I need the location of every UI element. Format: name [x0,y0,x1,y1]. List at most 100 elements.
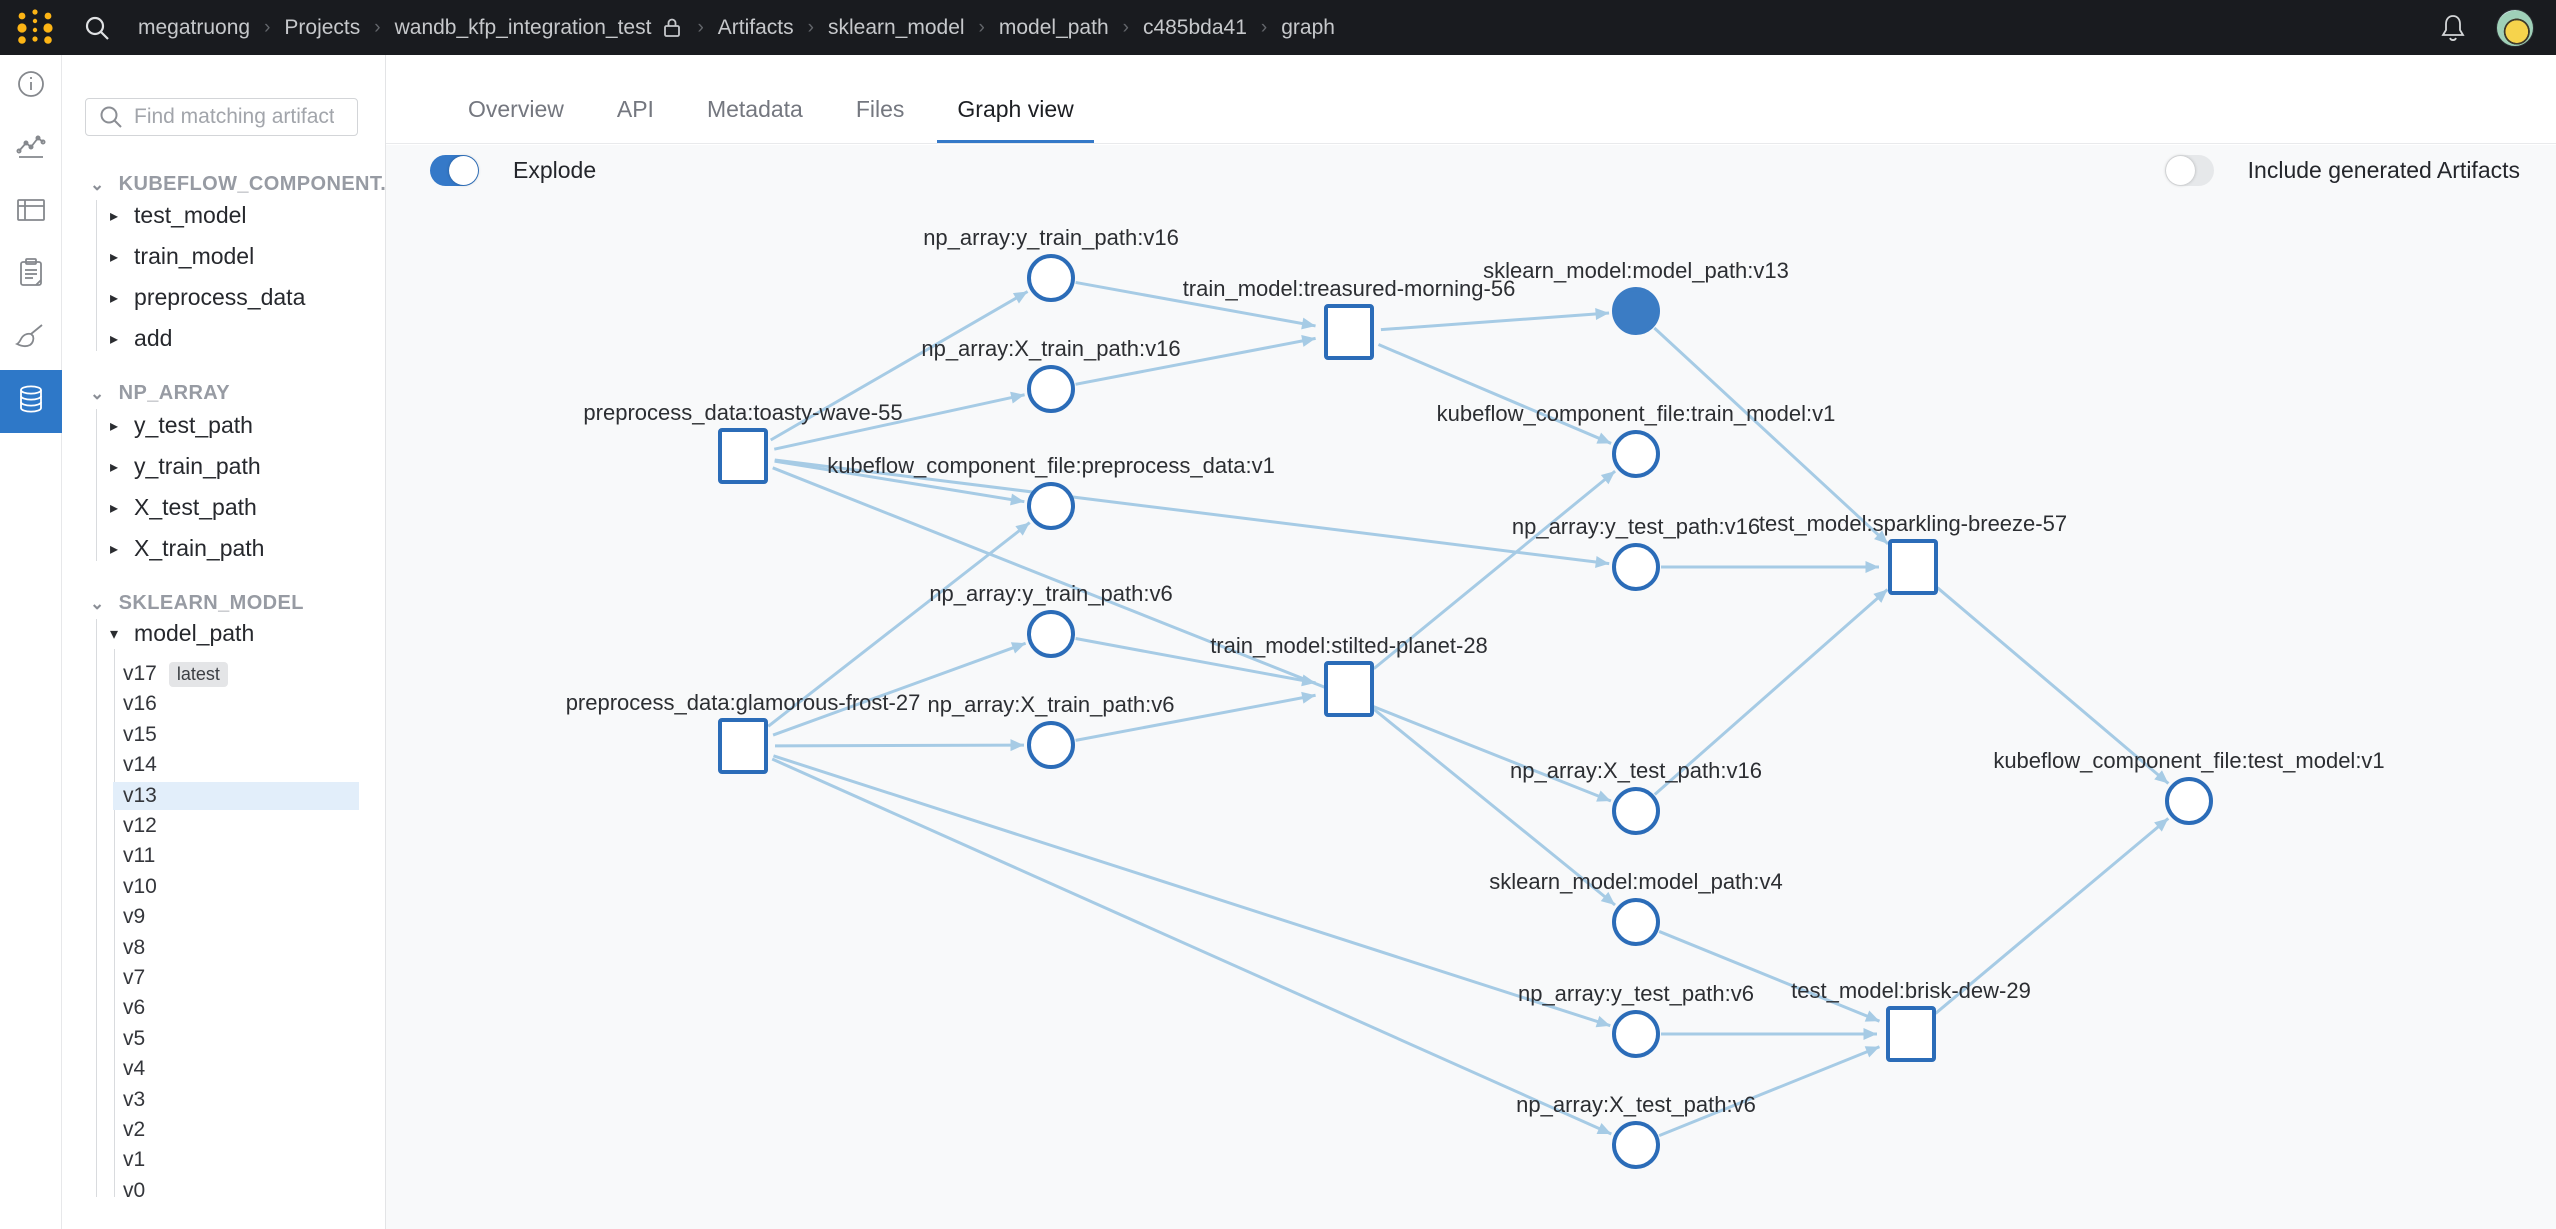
lineage-edge-toasty-y_train16 [769,290,1029,442]
version-item-v8[interactable]: v8 [123,935,146,959]
rail-item-line-chart[interactable] [0,118,62,181]
sidebar-item-y_train_path[interactable]: ▸y_train_path [110,453,261,479]
graph-content: Explode Include generated Artifacts prep… [386,145,2556,1229]
breadcrumb-item[interactable]: model_path [998,15,1109,39]
graph-node-run[interactable] [718,428,768,484]
graph-node-run[interactable] [1886,1006,1936,1062]
graph-node-artifact-selected[interactable] [1612,287,1660,335]
version-item-v16[interactable]: v16 [123,692,157,716]
version-item-v3[interactable]: v3 [123,1087,146,1111]
tree-section-header[interactable]: ⌄NP_ARRAY [90,382,231,404]
version-item-v9[interactable]: v9 [123,905,146,929]
sidebar-item-test_model[interactable]: ▸test_model [110,202,247,228]
chevron-down-icon: ⌄ [90,594,105,613]
graph-node-artifact[interactable] [1027,482,1075,530]
version-item-v0[interactable]: v0 [123,1178,146,1202]
breadcrumb-separator: › [1122,16,1129,38]
rail-item-broom[interactable] [0,307,62,370]
graph-node-label: test_model:brisk-dew-29 [1791,978,2031,1003]
tree-guide-line [96,200,97,351]
sidebar-item-X_train_path[interactable]: ▸X_train_path [110,535,265,561]
sidebar-item-y_test_path[interactable]: ▸y_test_path [110,412,253,438]
search-icon[interactable] [82,13,112,43]
version-item-v14[interactable]: v14 [123,753,157,777]
sidebar-item-preprocess_data[interactable]: ▸preprocess_data [110,284,306,310]
version-item-v7[interactable]: v7 [123,966,146,989]
notifications-bell-icon[interactable] [2436,11,2470,45]
graph-node-run[interactable] [1324,661,1374,717]
graph-node-artifact[interactable] [1612,898,1660,946]
wandb-logo-icon[interactable] [12,7,58,49]
graph-node-label: np_array:X_test_path:v16 [1510,758,1762,783]
graph-node-label: np_array:X_train_path:v16 [921,336,1180,361]
lineage-edge-stilted-sklearn4 [1372,708,1616,907]
artifact-search-input[interactable] [134,105,334,129]
graph-node-run[interactable] [718,718,768,774]
tab-graph-view[interactable]: Graph view [937,96,1094,143]
version-item-v12[interactable]: v12 [123,814,157,837]
version-item-v15[interactable]: v15 [123,722,157,746]
tab-api[interactable]: API [616,96,654,122]
lineage-edge-brisk-kfp_test [1934,817,2170,1015]
graph-node-artifact[interactable] [1612,1121,1660,1169]
version-item-v5[interactable]: v5 [123,1026,146,1050]
version-item-v4[interactable]: v4 [123,1057,146,1081]
version-item-v6[interactable]: v6 [123,996,146,1020]
explode-toggle-switch[interactable] [430,155,479,186]
tree-guide-line [114,649,115,1197]
rail-item-clipboard[interactable] [0,244,62,307]
rail-item-database[interactable] [0,370,62,433]
graph-node-artifact[interactable] [1612,543,1660,591]
version-item-v10[interactable]: v10 [123,874,157,898]
include-generated-toggle[interactable]: Include generated Artifacts [2164,155,2520,186]
lineage-edge-toasty-X_test16 [772,466,1612,803]
breadcrumb-item[interactable]: megatruong [138,15,251,39]
breadcrumb-item[interactable]: Artifacts [717,15,794,39]
version-item-v13[interactable]: v13 [113,781,359,810]
line-chart-icon [14,130,48,169]
explode-toggle[interactable]: Explode [430,155,596,186]
tab-metadata[interactable]: Metadata [706,96,803,122]
graph-node-label: kubeflow_component_file:train_model:v1 [1437,401,1836,426]
sidebar-item-train_model[interactable]: ▸train_model [110,243,255,269]
breadcrumb-item[interactable]: Projects [284,15,361,39]
tab-overview[interactable]: Overview [468,96,564,122]
breadcrumb-item[interactable]: wandb_kfp_integration_test [394,15,652,39]
tree-section-header[interactable]: ⌄SKLEARN_MODEL [90,592,304,614]
rail-item-info[interactable] [0,55,62,118]
lineage-edge-sparkling-kfp_test [1936,586,2170,785]
breadcrumb-item[interactable]: c485bda41 [1142,15,1247,39]
graph-node-run[interactable] [1324,304,1374,360]
graph-node-artifact[interactable] [1027,254,1075,302]
artifact-search-box[interactable] [85,98,358,136]
graph-node-artifact[interactable] [1612,430,1660,478]
breadcrumb-item[interactable]: graph [1281,15,1335,39]
tab-files[interactable]: Files [855,96,905,122]
breadcrumb-separator: › [807,16,814,38]
user-avatar[interactable] [2496,8,2534,47]
tree-section-header[interactable]: ⌄KUBEFLOW_COMPONENT... [90,173,399,195]
graph-node-artifact[interactable] [1612,1010,1660,1058]
rail-item-table[interactable] [0,181,62,244]
graph-node-artifact[interactable] [1027,610,1075,658]
version-item-v11[interactable]: v11 [123,844,156,868]
sidebar-item-model_path[interactable]: ▾model_path [110,620,255,646]
version-item-v1[interactable]: v1 [123,1148,146,1172]
lineage-edge-X_train16-treasured [1075,335,1316,386]
triangle-down-icon: ▾ [110,626,119,643]
version-item-v2[interactable]: v2 [123,1118,146,1141]
graph-node-run[interactable] [1888,539,1938,595]
graph-node-artifact[interactable] [1027,365,1075,413]
graph-node-artifact[interactable] [2165,777,2213,825]
tab-bar: Overview API Metadata Files Graph view [386,55,2556,144]
lineage-edge-toasty-y_test16 [774,458,1610,568]
graph-node-artifact[interactable] [1027,721,1075,769]
include-generated-switch[interactable] [2164,155,2214,186]
search-icon [100,106,122,128]
graph-node-artifact[interactable] [1612,787,1660,835]
main-panel: Overview API Metadata Files Graph view Explo… [386,55,2556,1229]
breadcrumb-item[interactable]: sklearn_model [827,15,965,39]
sidebar-item-X_test_path[interactable]: ▸X_test_path [110,494,257,520]
sidebar-item-add[interactable]: ▸add [110,325,173,351]
